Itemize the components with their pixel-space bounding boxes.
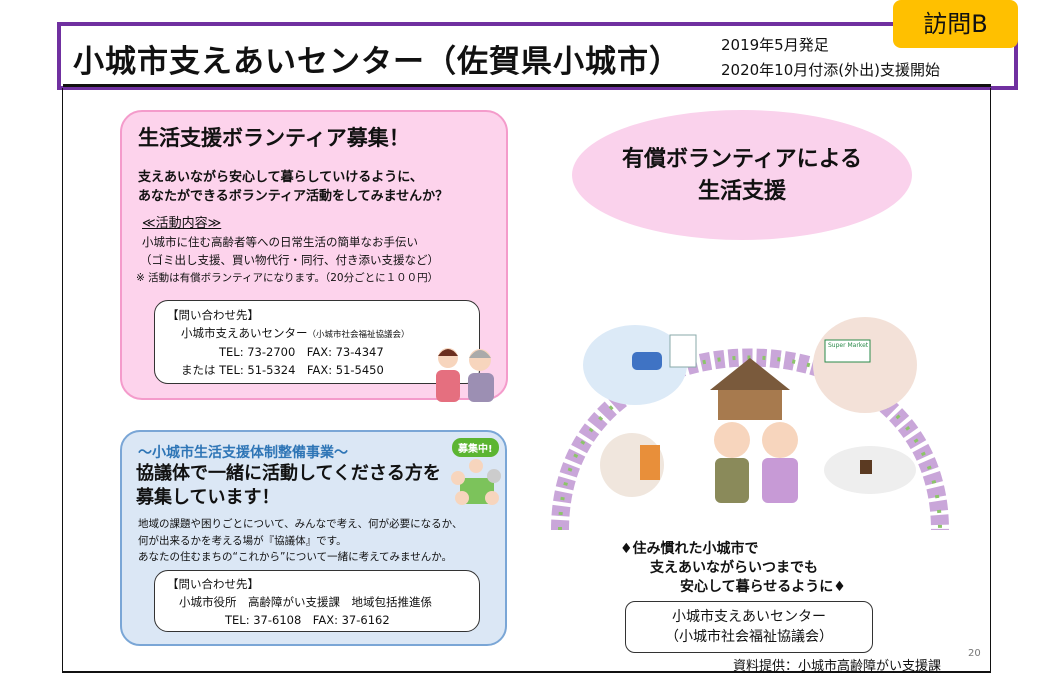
support-start-date: 2020年10月付添(外出)支援開始 bbox=[721, 61, 940, 79]
center-sub: （小城市社会福祉協議会） bbox=[665, 629, 833, 645]
town-arch-illustration: Super Market bbox=[551, 317, 949, 531]
recruiting-badge: 募集中! bbox=[452, 438, 499, 457]
contact-tel-1: TEL: 73-2700 FAX: 73-4347 bbox=[219, 345, 384, 359]
volunteer-contact-box: 【問い合わせ先】 小城市支えあいセンター（小城市社会福祉協議会） TEL: 73… bbox=[154, 300, 480, 384]
council-heading: 協議体で一緒に活動してくださる方を募集しています！ bbox=[136, 463, 441, 508]
established-date: 2019年5月発足 bbox=[721, 36, 829, 54]
category-badge: 訪問B bbox=[893, 0, 1018, 48]
frame-left bbox=[62, 88, 63, 672]
council-kicker: ～小城市生活支援体制整備事業～ bbox=[138, 445, 348, 461]
delivery-scene bbox=[824, 446, 916, 494]
activity-line-2: （ゴミ出し支援、買い物代行・同行、付き添い支援など） bbox=[140, 253, 439, 267]
activity-line-1: 小城市に住む高齢者等への日常生活の簡単なお手伝い bbox=[142, 235, 418, 249]
garbage-support-scene bbox=[600, 433, 664, 497]
council-body-3: あなたの住むまちの“これから”について一緒に考えてみませんか。 bbox=[138, 551, 453, 563]
frame-bottom bbox=[62, 671, 991, 673]
page-title: 小城市支えあいセンター（佐賀県小城市） bbox=[73, 44, 681, 80]
activity-note: ※ 活動は有償ボランティアになります。（20分ごとに１００円） bbox=[136, 272, 439, 284]
center-name-box: 小城市支えあいセンター （小城市社会福祉協議会） bbox=[625, 601, 873, 653]
helper-and-elder-illustration bbox=[436, 348, 494, 402]
contact-label: 【問い合わせ先】 bbox=[167, 308, 259, 322]
paid-volunteer-title-bubble: 有償ボランティアによる 生活支援 bbox=[572, 110, 912, 240]
council-body-2: 何が出来るかを考える場が『協議体』です。 bbox=[138, 535, 347, 547]
contact-org: 小城市役所 高齢障がい支援課 地域包括推進係 bbox=[179, 595, 432, 609]
activity-title: ≪活動内容≫ bbox=[142, 216, 222, 231]
contact-label: 【問い合わせ先】 bbox=[167, 577, 259, 591]
meeting-illustration bbox=[451, 459, 501, 505]
hospital-scene bbox=[583, 325, 697, 405]
bubble-title-1: 有償ボランティアによる bbox=[621, 147, 863, 172]
bubble-title-2: 生活支援 bbox=[697, 179, 786, 204]
council-recruitment-panel: ～小城市生活支援体制整備事業～ 協議体で一緒に活動してくださる方を募集しています… bbox=[120, 430, 507, 646]
page-number: 20 bbox=[968, 648, 981, 659]
council-body-1: 地域の課題や困りごとについて、みんなで考え、何が必要になるか、 bbox=[138, 518, 463, 530]
council-contact-box: 【問い合わせ先】 小城市役所 高齢障がい支援課 地域包括推進係 TEL: 37-… bbox=[154, 570, 480, 632]
volunteer-lead-1: 支えあいながら安心して暮らしていけるように、 bbox=[138, 170, 423, 185]
center-name: 小城市支えあいセンター bbox=[672, 609, 826, 625]
source-credit: 資料提供：小城市高齢障がい支援課 bbox=[733, 659, 942, 674]
supermarket-scene: Super Market bbox=[813, 317, 917, 413]
contact-org: 小城市支えあいセンター（小城市社会福祉協議会） bbox=[181, 326, 410, 340]
contact-tel: TEL: 37-6108 FAX: 37-6162 bbox=[225, 613, 390, 627]
frame-right bbox=[990, 88, 991, 672]
svg-text:Super Market: Super Market bbox=[828, 342, 869, 349]
house-and-elderly-couple bbox=[710, 358, 798, 503]
slogan: ♦住み慣れた小城市で 支えあいながらいつまでも 安心して暮らせるように♦ bbox=[620, 541, 846, 595]
contact-tel-2: または TEL: 51-5324 FAX: 51-5450 bbox=[181, 363, 384, 377]
title-underline bbox=[63, 84, 991, 87]
title-bar: 小城市支えあいセンター（佐賀県小城市） 2019年5月発足 2020年10月付添… bbox=[57, 22, 1018, 90]
volunteer-lead-2: あなたができるボランティア活動をしてみませんか？ bbox=[138, 189, 449, 204]
volunteer-heading: 生活支援ボランティア募集！ bbox=[138, 126, 410, 150]
volunteer-recruitment-panel: 生活支援ボランティア募集！ 支えあいながら安心して暮らしていけるように、 あなた… bbox=[120, 110, 508, 402]
